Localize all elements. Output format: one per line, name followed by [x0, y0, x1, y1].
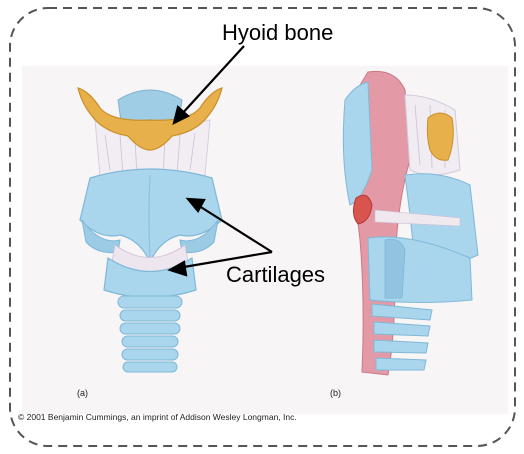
hyoid-bone-label: Hyoid bone: [222, 20, 333, 46]
cartilages-label: Cartilages: [226, 262, 325, 288]
copyright-notice: © 2001 Benjamin Cummings, an imprint of …: [18, 412, 297, 422]
subfigure-a-label: (a): [77, 388, 88, 398]
subfigure-b-label: (b): [330, 388, 341, 398]
